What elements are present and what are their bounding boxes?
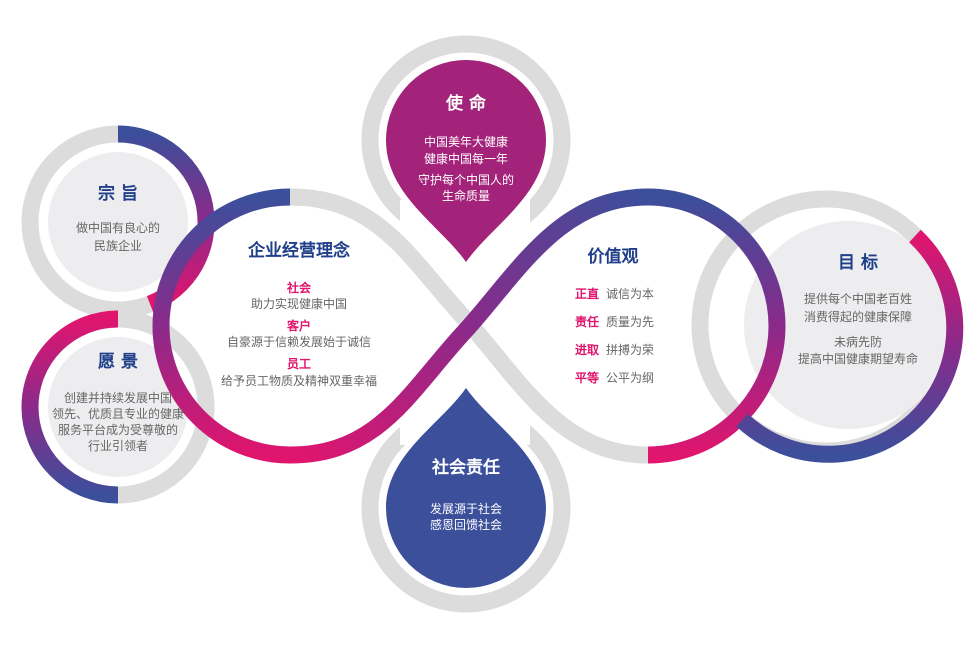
- vision-line: 创建并持续发展中国: [64, 390, 172, 405]
- mission-line: 中国美年大健康: [424, 134, 508, 149]
- philosophy-key: 客户: [286, 318, 311, 333]
- purpose-fill: [48, 152, 188, 292]
- goal-title: 目 标: [838, 252, 878, 273]
- vision-line: 行业引领者: [88, 439, 148, 453]
- values-key: 责任: [575, 314, 599, 329]
- purpose-line: 做中国有良心的: [76, 220, 160, 235]
- social-line: 发展源于社会: [430, 501, 502, 516]
- goal-line: 提供每个中国老百姓: [804, 291, 912, 306]
- vision-fill: [48, 337, 188, 477]
- mission-line: 健康中国每一年: [424, 151, 508, 166]
- vision-line: 服务平台成为受尊敬的: [58, 422, 178, 437]
- mission-line: 生命质量: [442, 188, 490, 203]
- vision-line: 领先、优质且专业的健康: [52, 406, 184, 421]
- philosophy-text: 自豪源于信赖发展始于诚信: [227, 334, 371, 349]
- philosophy-key: 社会: [286, 280, 312, 295]
- goal-line: 未病先防: [834, 334, 882, 349]
- mission-title: 使 命: [445, 93, 487, 114]
- philosophy-text: 助力实现健康中国: [251, 296, 347, 311]
- mission-line: 守护每个中国人的: [418, 172, 514, 187]
- goal-line: 消费得起的健康保障: [804, 309, 912, 324]
- philosophy-key: 员工: [287, 357, 311, 371]
- values-text: 诚信为本: [606, 287, 654, 301]
- purpose-line: 民族企业: [94, 238, 142, 253]
- goal-line: 提高中国健康期望寿命: [798, 351, 918, 366]
- values-key: 进取: [575, 342, 599, 357]
- vision-title: 愿 景: [98, 352, 138, 372]
- philosophy-title: 企业经营理念: [247, 240, 350, 261]
- colored-arcs: [21, 125, 964, 504]
- goal-fill: [744, 221, 952, 429]
- purpose-title: 宗 旨: [98, 183, 138, 204]
- values-text: 质量为先: [606, 315, 654, 329]
- social-line: 感恩回馈社会: [430, 517, 502, 532]
- mission-teardrop: [386, 60, 546, 262]
- values-text: 拼搏为荣: [606, 343, 654, 357]
- values-title: 价值观: [588, 246, 639, 267]
- social-title: 社会责任: [431, 457, 500, 478]
- social-teardrop: [386, 388, 546, 588]
- values-text: 公平为纲: [606, 371, 654, 385]
- philosophy-text: 给予员工物质及精神双重幸福: [221, 373, 377, 388]
- values-key: 平等: [575, 370, 599, 385]
- values-key: 正直: [575, 286, 599, 301]
